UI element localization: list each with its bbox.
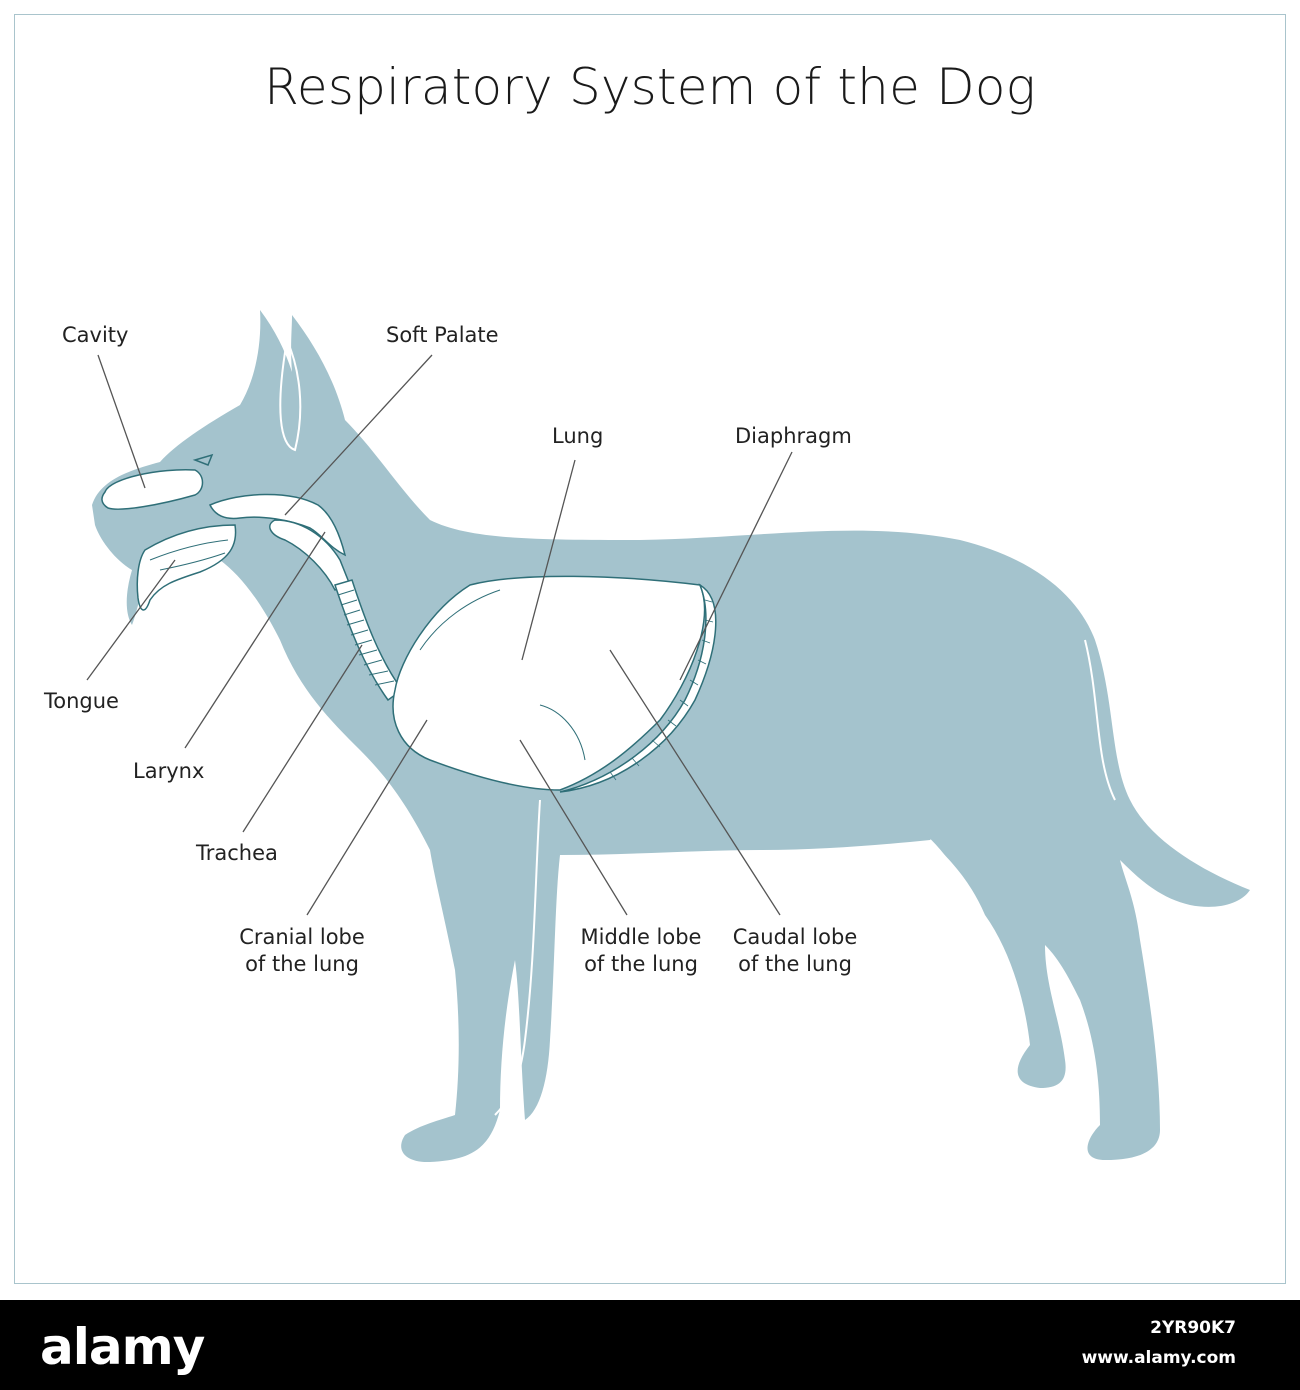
label-trachea: Trachea bbox=[196, 841, 278, 865]
footer-image-id: 2YR90K7 bbox=[1150, 1318, 1236, 1338]
label-lung: Lung bbox=[552, 424, 604, 448]
label-middle-lobe-line1: Middle lobe bbox=[580, 925, 702, 949]
dog-illustration bbox=[86, 310, 1250, 1163]
label-soft-palate: Soft Palate bbox=[386, 323, 499, 347]
dog-body bbox=[92, 310, 1250, 1163]
label-cranial-lobe-line1: Cranial lobe bbox=[239, 925, 365, 949]
label-cranial-lobe-line2: of the lung bbox=[245, 952, 359, 976]
soft-palate-shape bbox=[208, 493, 347, 557]
label-caudal-lobe-line1: Caudal lobe bbox=[732, 925, 858, 949]
tongue-shape bbox=[136, 524, 237, 611]
label-middle-lobe: Middle lobe of the lung bbox=[571, 924, 711, 978]
footer-site: www.alamy.com bbox=[1081, 1348, 1236, 1368]
watermark-footer bbox=[0, 1300, 1300, 1390]
diagram-title: Respiratory System of the Dog bbox=[264, 58, 1036, 116]
label-cavity: Cavity bbox=[62, 323, 129, 347]
lung-shape bbox=[392, 575, 706, 791]
label-larynx: Larynx bbox=[133, 759, 205, 783]
diagram-frame bbox=[14, 14, 1286, 1284]
label-cranial-lobe: Cranial lobe of the lung bbox=[232, 924, 372, 978]
nasal-cavity-shape bbox=[101, 468, 204, 510]
label-tongue: Tongue bbox=[44, 689, 119, 713]
label-caudal-lobe: Caudal lobe of the lung bbox=[725, 924, 865, 978]
diaphragm-shape bbox=[559, 583, 717, 793]
footer-brand: alamy bbox=[40, 1318, 205, 1376]
label-middle-lobe-line2: of the lung bbox=[584, 952, 698, 976]
label-caudal-lobe-line2: of the lung bbox=[738, 952, 852, 976]
leader-lines bbox=[86, 354, 793, 916]
label-diaphragm: Diaphragm bbox=[735, 424, 852, 448]
